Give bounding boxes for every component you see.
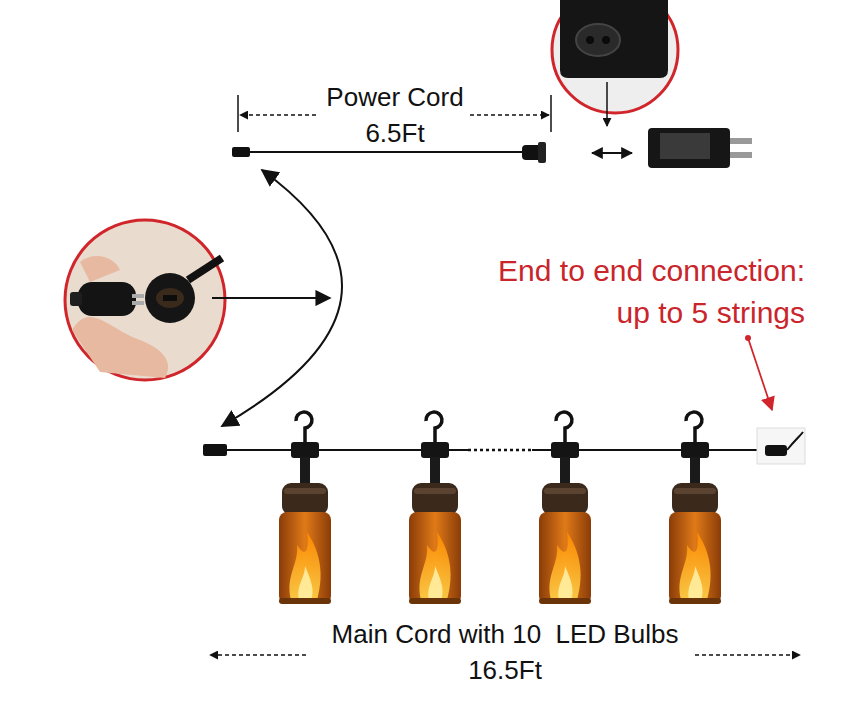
curved-connect-arrow: [222, 170, 342, 426]
flame-bulb: [409, 412, 461, 604]
flame-bulb: [279, 412, 331, 604]
dimension-label: Main Cord with 10 LED Bulbs: [290, 619, 720, 649]
power-adapter: [648, 128, 752, 168]
flame-bulb: [669, 412, 721, 604]
flame-bulb: [539, 412, 591, 604]
leader-line: [745, 335, 772, 410]
connect-arrow: [592, 152, 632, 154]
connector-closeup: [65, 220, 330, 380]
adapter-closeup: [552, 0, 678, 126]
callout-note: End to end connection: up to 5 strings: [470, 250, 805, 334]
dimension-value: 16.5Ft: [445, 655, 565, 685]
dimension-value: 6.5Ft: [335, 118, 455, 148]
dimension-label: Power Cord: [295, 82, 495, 112]
